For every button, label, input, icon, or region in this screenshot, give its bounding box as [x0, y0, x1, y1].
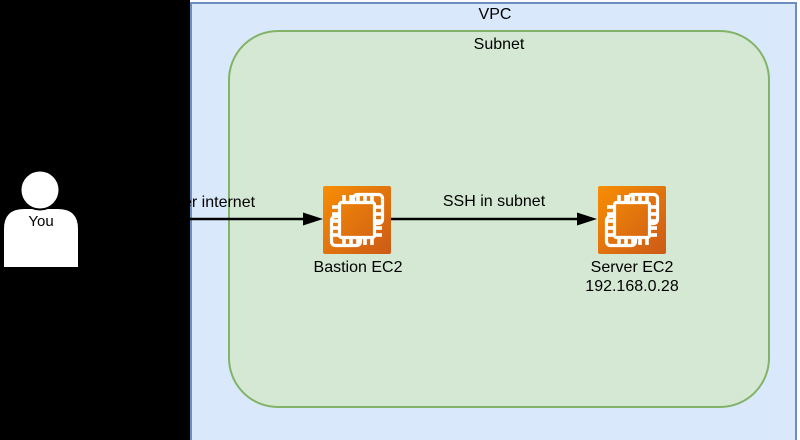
subnet-label: Subnet: [473, 36, 525, 53]
ec2-icon: [323, 186, 391, 254]
person-icon: [2, 169, 80, 269]
arrow-ssh-subnet-label: SSH in subnet: [442, 193, 546, 210]
arrow-ssh-subnet: [391, 212, 597, 226]
server-ec2-label: Server EC2: [590, 259, 674, 276]
actor-label: You: [28, 213, 54, 230]
arrow-internet-label: er internet: [183, 194, 256, 211]
server-ec2-ip: 192.168.0.28: [585, 278, 679, 295]
vpc-label: VPC: [478, 6, 512, 23]
bastion-ec2-label: Bastion EC2: [313, 259, 403, 276]
ec2-icon: [598, 186, 666, 254]
